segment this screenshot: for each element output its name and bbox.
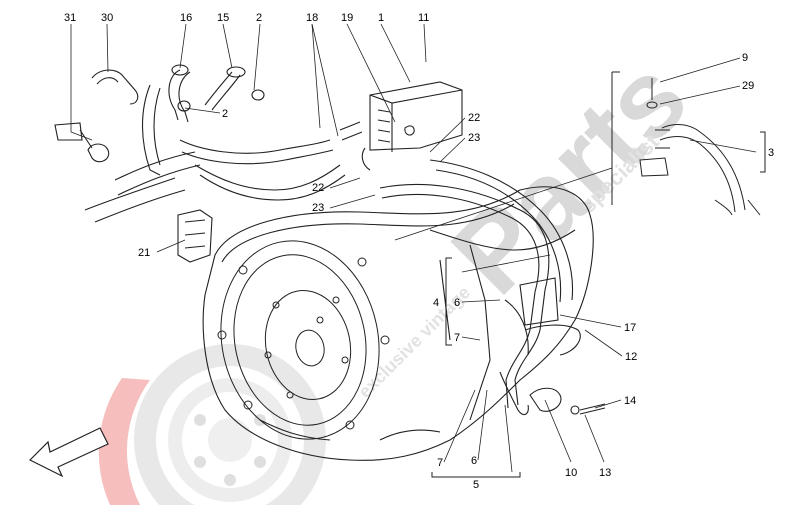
detail-inset bbox=[611, 71, 761, 216]
callout-18: 18 bbox=[306, 12, 318, 24]
torque-converter bbox=[217, 240, 390, 440]
clamp-bracket-30-31 bbox=[54, 69, 139, 163]
callout-6-group: 6 bbox=[454, 297, 460, 309]
group-brackets bbox=[431, 131, 766, 478]
gearbox-housing bbox=[202, 186, 594, 461]
watermark-disc-logo bbox=[98, 344, 326, 505]
callout-16: 16 bbox=[180, 12, 192, 24]
callout-3: 3 bbox=[768, 147, 774, 159]
cooling-hoses-upper bbox=[84, 64, 363, 223]
callout-2-top: 2 bbox=[256, 12, 262, 24]
callout-23-left: 23 bbox=[312, 202, 324, 214]
leader-lines bbox=[70, 23, 757, 473]
callout-29: 29 bbox=[742, 80, 754, 92]
callout-31: 31 bbox=[64, 12, 76, 24]
callout-6-bottom: 6 bbox=[471, 455, 477, 467]
oil-lines-right bbox=[379, 159, 581, 409]
callout-12: 12 bbox=[625, 351, 637, 363]
callout-10: 10 bbox=[565, 467, 577, 479]
callout-5: 5 bbox=[473, 479, 479, 491]
callout-11: 11 bbox=[418, 12, 429, 24]
callout-13: 13 bbox=[599, 467, 611, 479]
callout-2-mid: 2 bbox=[222, 108, 228, 120]
callout-15: 15 bbox=[217, 12, 229, 24]
callout-17: 17 bbox=[624, 322, 636, 334]
lower-fittings bbox=[499, 371, 606, 416]
callout-30: 30 bbox=[101, 12, 113, 24]
callout-19: 19 bbox=[341, 12, 353, 24]
callout-22-left: 22 bbox=[312, 182, 324, 194]
direction-arrow bbox=[28, 427, 109, 478]
callout-22-right: 22 bbox=[468, 112, 480, 124]
oil-cooler bbox=[361, 81, 463, 171]
callout-14: 14 bbox=[624, 395, 636, 407]
callout-23-right: 23 bbox=[468, 132, 480, 144]
callout-9: 9 bbox=[742, 52, 748, 64]
bracket-21 bbox=[177, 209, 213, 263]
callout-labels: 31 30 16 15 2 18 19 1 11 9 29 3 2 22 23 … bbox=[64, 12, 774, 491]
callout-7-bottom: 7 bbox=[437, 457, 443, 469]
callout-1: 1 bbox=[378, 12, 384, 24]
callout-7-group: 7 bbox=[454, 332, 460, 344]
callout-4: 4 bbox=[433, 297, 439, 309]
callout-21: 21 bbox=[138, 247, 150, 259]
watermark-brand: Parts bbox=[429, 36, 711, 318]
